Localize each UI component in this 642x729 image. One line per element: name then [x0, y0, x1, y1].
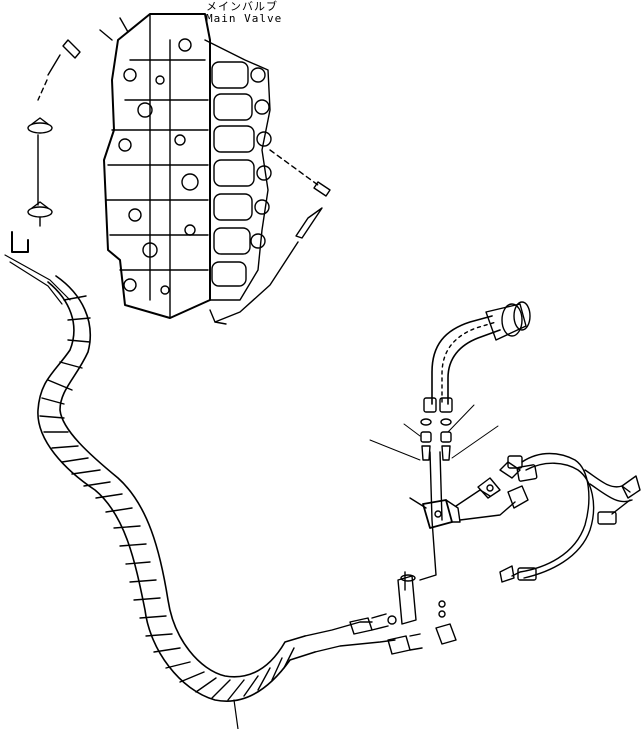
main-valve-label-jp: メインバルブ [206, 0, 278, 13]
valve-ports [118, 38, 199, 295]
pilot-block [409, 451, 516, 581]
upper-fittings [369, 404, 499, 461]
valve-spools [211, 61, 272, 287]
pilot-fittings-right [214, 149, 331, 323]
left-fitting-and-clamps [27, 39, 81, 227]
upper-hose-pair [423, 301, 531, 413]
lower-fittings [349, 571, 457, 655]
hose-spiral-guard [37, 275, 316, 729]
clamp-bracket [11, 231, 29, 253]
main-valve-label-en: Main Valve [206, 12, 283, 25]
hose-to-lower-fitting [314, 639, 396, 653]
main-valve-assembly [99, 13, 272, 325]
wiring-harness [477, 452, 641, 583]
